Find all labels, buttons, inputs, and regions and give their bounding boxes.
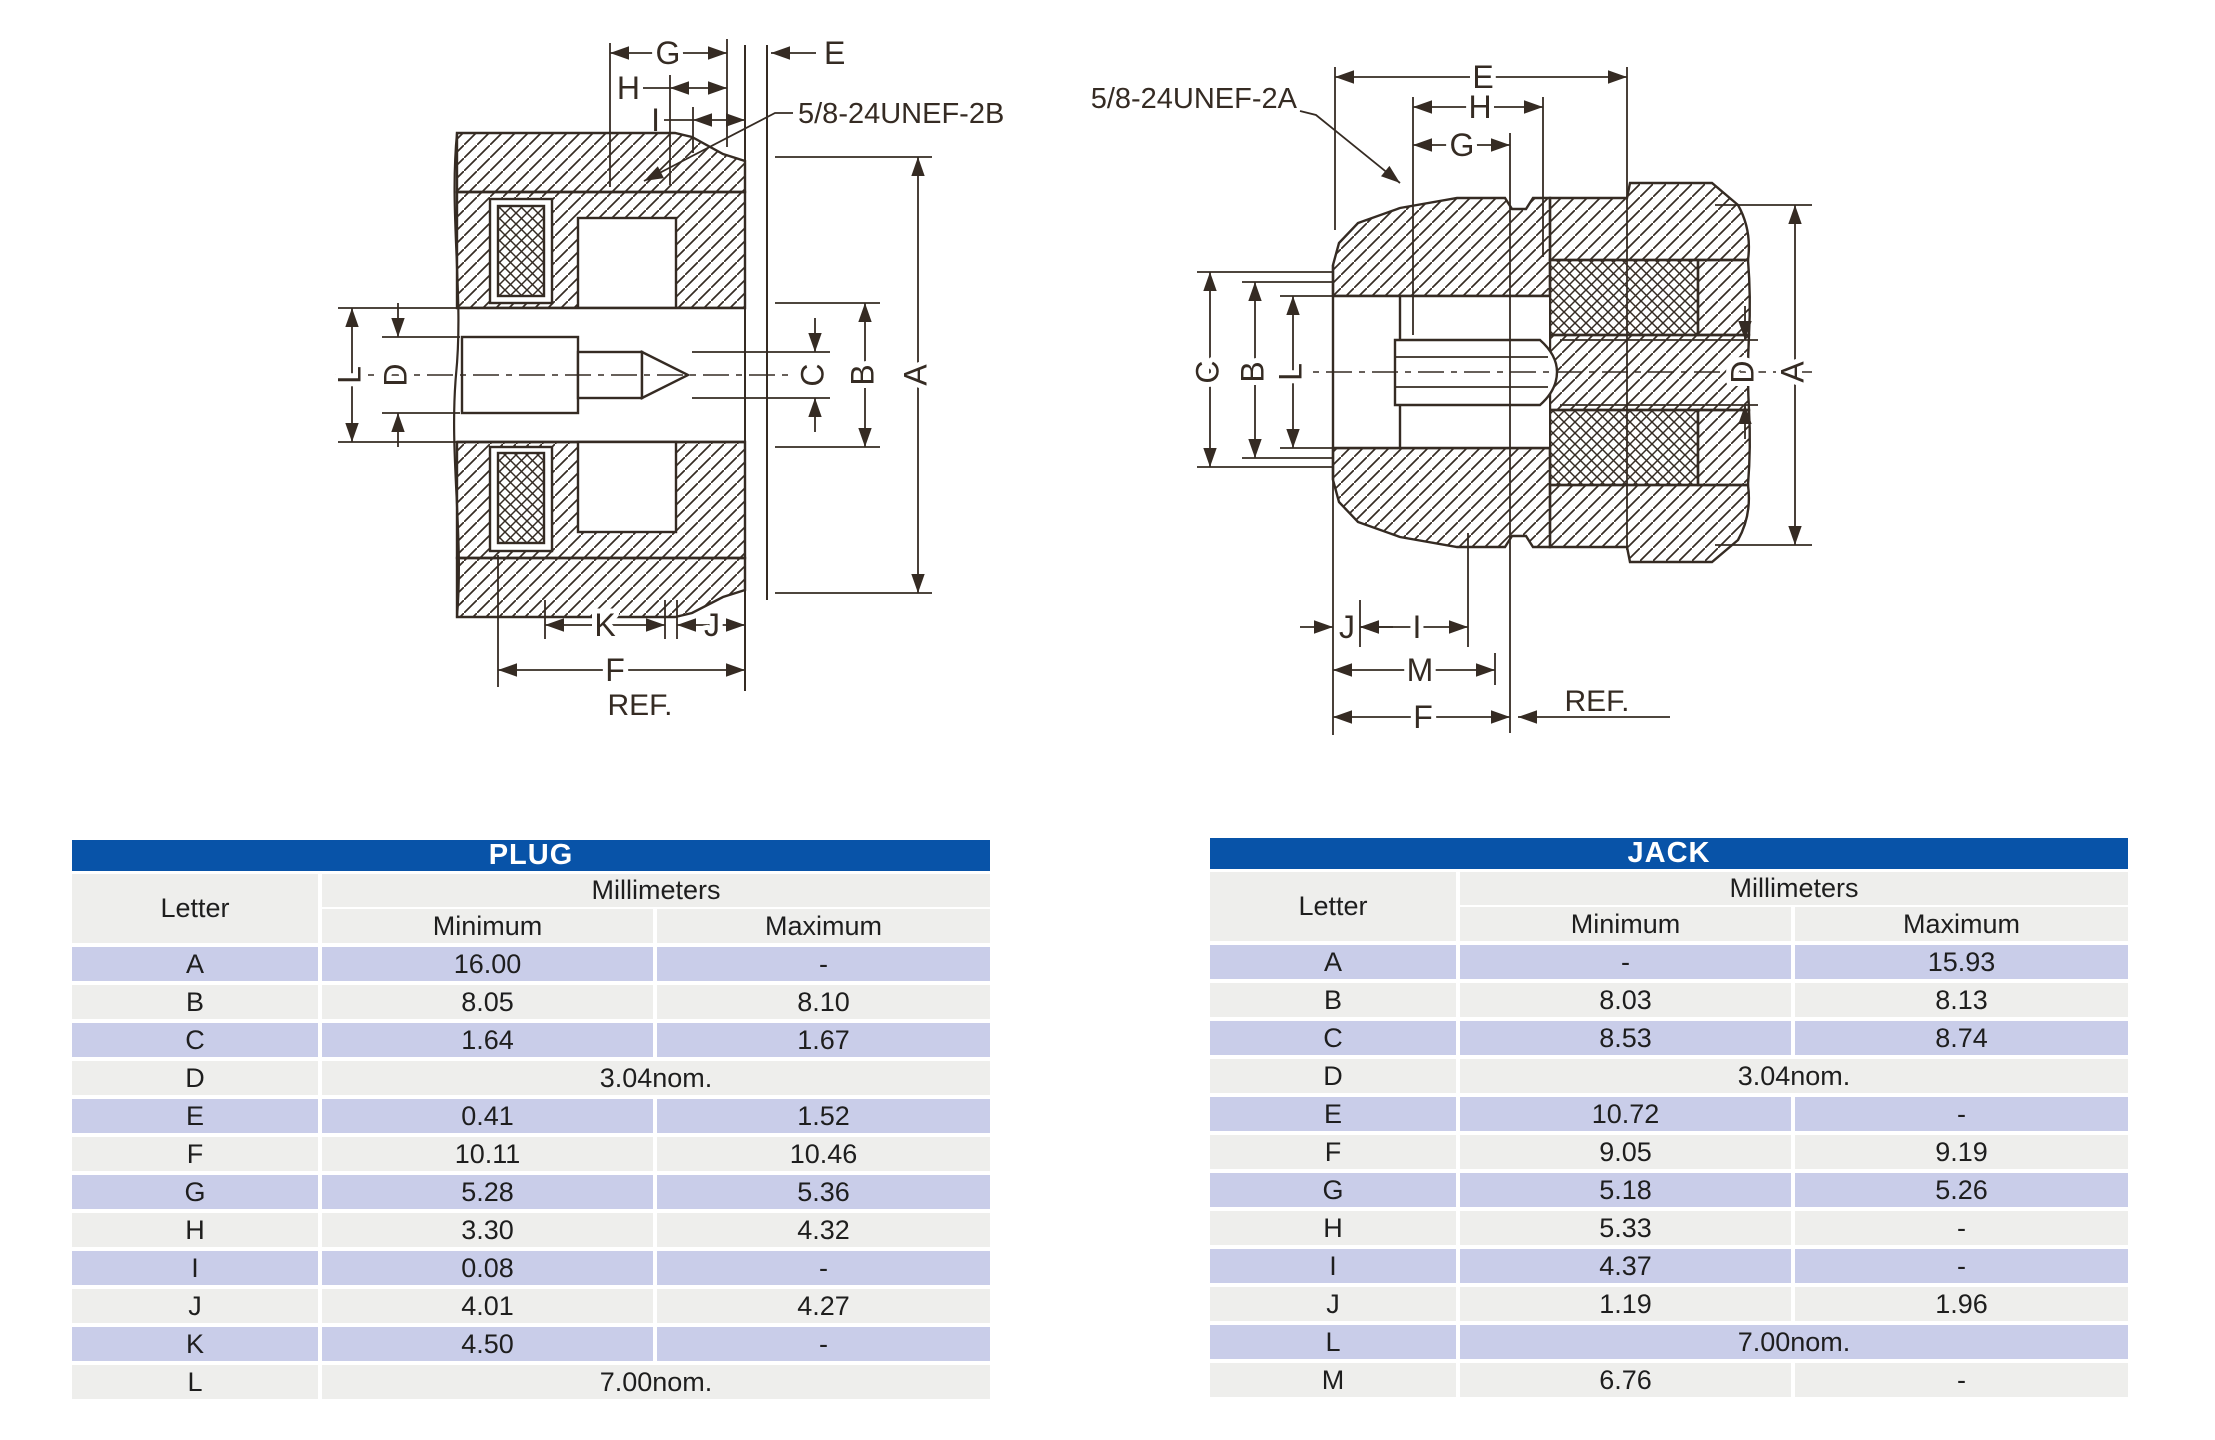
plug-dim-e-label: E xyxy=(824,35,845,71)
jack-dim-h-label: H xyxy=(1468,89,1491,125)
plug-min-header: Minimum xyxy=(322,909,653,943)
jack-table: JACK Letter Millimeters Minimum Maximum … xyxy=(1210,837,2128,1397)
jack-dim-b-label: B xyxy=(1234,361,1270,382)
plug-body xyxy=(452,45,768,691)
jack-dim-a-label: A xyxy=(1774,361,1810,383)
jack-dim-i-label: I xyxy=(1413,609,1422,645)
plug-letter-header: Letter xyxy=(72,874,318,943)
plug-dim-f-label: F xyxy=(605,652,625,688)
plug-dim-i-label: I xyxy=(651,102,660,138)
jack-table-header: Letter Millimeters Minimum Maximum xyxy=(1210,872,2128,941)
jack-max-header: Maximum xyxy=(1795,907,2128,941)
jack-cross-section-drawing: 5/8-24UNEF-2A E H G C B L D A J I M F RE… xyxy=(1091,54,1816,740)
plug-cross-section-drawing: G E H I 5/8-24UNEF-2B L D C B A K J F RE… xyxy=(326,30,1004,720)
jack-dimension-lines xyxy=(1197,67,1812,735)
plug-dim-g-label: G xyxy=(656,35,681,71)
jack-dim-j-label: J xyxy=(1339,609,1355,645)
plug-dim-b-label: B xyxy=(844,364,880,385)
plug-dim-c-label: C xyxy=(794,363,830,386)
plug-ref-label: REF. xyxy=(607,689,672,720)
plug-dim-k-label: K xyxy=(594,607,615,643)
jack-unit-header: Millimeters xyxy=(1460,872,2128,905)
table-row: A-15.93 xyxy=(1210,945,2128,979)
jack-thread-label: 5/8-24UNEF-2A xyxy=(1091,83,1298,115)
plug-thread-label: 5/8-24UNEF-2B xyxy=(798,98,1004,130)
jack-dim-g-label: G xyxy=(1450,127,1475,163)
plug-dim-d-label: D xyxy=(377,363,413,386)
plug-dimension-lines xyxy=(338,39,932,687)
jack-dim-m-label: M xyxy=(1407,652,1434,688)
plug-dim-h-label: H xyxy=(617,70,640,106)
plug-dim-l-label: L xyxy=(331,366,367,384)
plug-max-header: Maximum xyxy=(657,909,990,943)
jack-insulation-crosshatch xyxy=(1548,258,1700,337)
jack-dim-f-label: F xyxy=(1413,699,1433,735)
plug-gasket-crosshatch xyxy=(496,204,546,298)
jack-ref-label: REF. xyxy=(1564,685,1629,718)
plug-table-header: Letter Millimeters Minimum Maximum xyxy=(72,874,990,943)
plug-table: PLUG Letter Millimeters Minimum Maximum … xyxy=(72,839,990,1399)
plug-dim-j-label: J xyxy=(704,607,720,643)
jack-dim-l-label: L xyxy=(1272,363,1308,381)
jack-dim-e-label: E xyxy=(1472,59,1493,95)
jack-dim-c-label: C xyxy=(1189,360,1225,383)
jack-letter-header: Letter xyxy=(1210,872,1456,941)
jack-min-header: Minimum xyxy=(1460,907,1791,941)
jack-dimension-labels: 5/8-24UNEF-2A E H G C B L D A J I M F RE… xyxy=(1091,54,1816,740)
jack-table-title: JACK xyxy=(1210,837,2128,869)
plug-unit-header: Millimeters xyxy=(322,874,990,907)
plug-table-title: PLUG xyxy=(72,839,990,871)
jack-dim-d-label: D xyxy=(1724,360,1760,383)
